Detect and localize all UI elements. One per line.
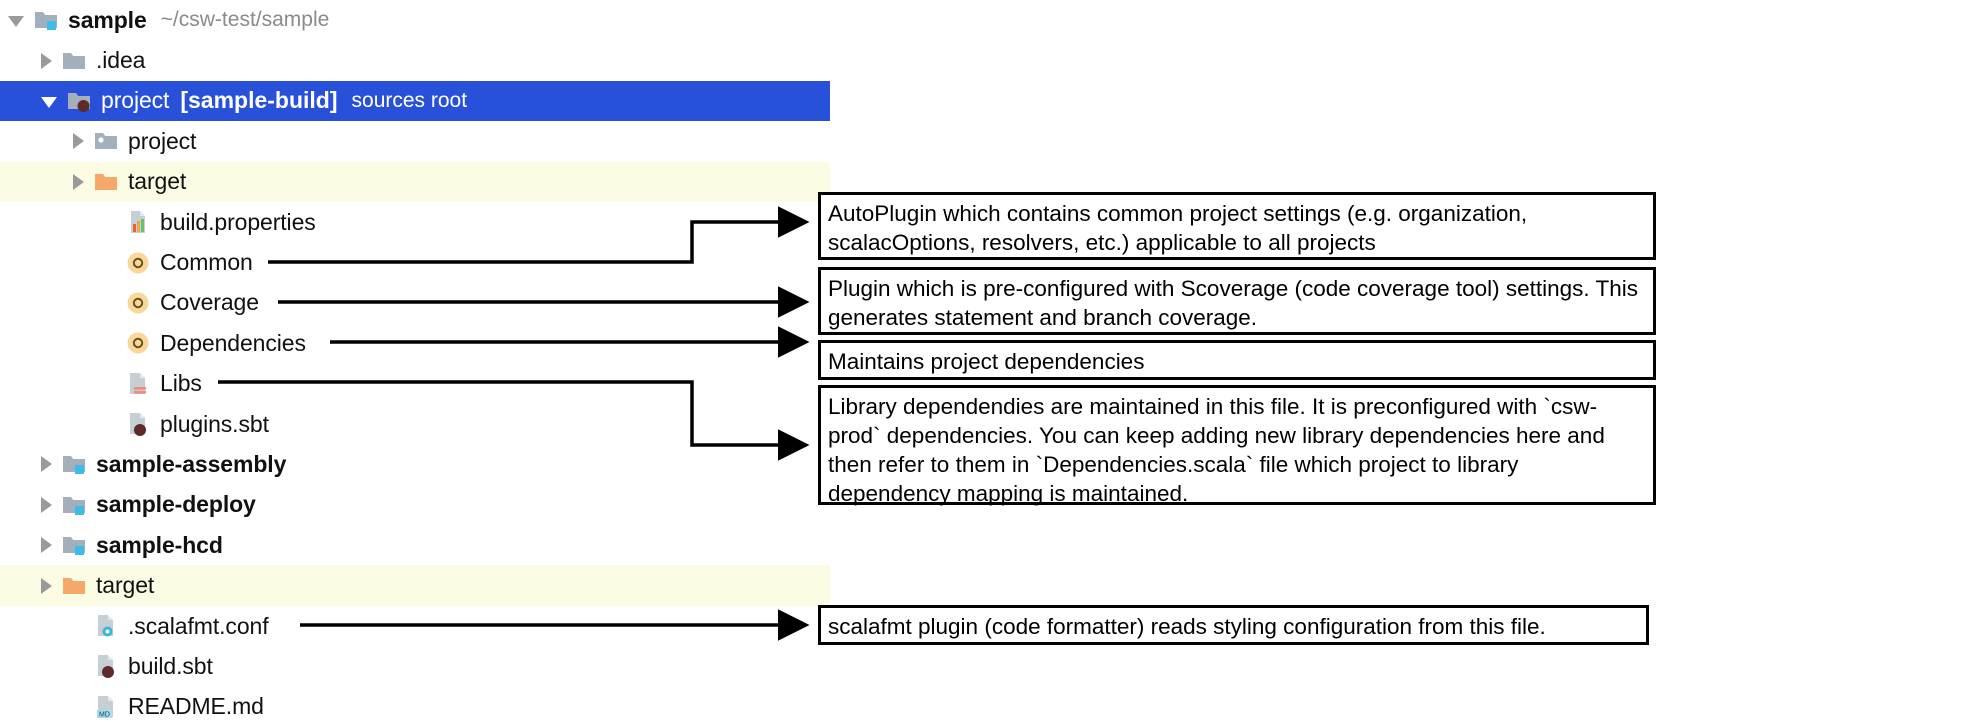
properties-file-icon (125, 209, 151, 235)
tree-row-plugins-sbt[interactable]: plugins.sbt (0, 404, 830, 444)
tree-sources-root-label: sources root (351, 88, 468, 112)
tree-row-readme-md[interactable]: MD README.md (0, 687, 830, 727)
tree-row-common[interactable]: Common (0, 242, 830, 282)
tree-label: Coverage (160, 289, 259, 316)
tree-row-sample-hcd[interactable]: sample-hcd (0, 525, 830, 565)
chevron-right-icon[interactable] (41, 456, 52, 473)
scala-file-icon (125, 371, 151, 397)
chevron-spacer (105, 214, 116, 230)
tree-label: plugins.sbt (160, 410, 269, 437)
tree-label: build.sbt (128, 652, 213, 679)
tree-label: project (101, 87, 170, 114)
tree-row-coverage[interactable]: Coverage (0, 283, 830, 323)
tree-label: .idea (96, 47, 146, 74)
scala-object-icon (125, 330, 151, 356)
chevron-down-icon[interactable] (41, 96, 57, 108)
tree-row-scalafmt-conf[interactable]: .scalafmt.conf (0, 606, 830, 646)
chevron-spacer (73, 699, 84, 715)
tree-label: sample (68, 6, 147, 33)
tree-row-build-sbt[interactable]: build.sbt (0, 646, 830, 686)
tree-label: Common (160, 249, 253, 276)
tree-row-project-inner[interactable]: project (0, 121, 830, 161)
tree-row-libs[interactable]: Libs (0, 364, 830, 404)
tree-label: .scalafmt.conf (128, 612, 269, 639)
chevron-right-icon[interactable] (73, 173, 84, 190)
tree-label: Libs (160, 370, 202, 397)
chevron-spacer (105, 335, 116, 351)
tree-row-project[interactable]: project [sample-build] sources root (0, 80, 830, 122)
callout-scalafmt: scalafmt plugin (code formatter) reads s… (818, 605, 1649, 645)
tree-label: sample-hcd (96, 531, 223, 558)
tree-label: sample-assembly (96, 450, 287, 477)
module-folder-icon (33, 7, 59, 33)
tree-label: target (128, 168, 187, 195)
chevron-spacer (73, 618, 84, 634)
folder-icon (61, 48, 87, 74)
project-file-tree[interactable]: sample ~/csw-test/sample .idea project [sa… (0, 0, 830, 728)
tree-label: project (128, 127, 197, 154)
callout-coverage: Plugin which is pre-configured with Scov… (818, 267, 1656, 335)
scala-object-icon (125, 250, 151, 276)
chevron-down-icon[interactable] (8, 16, 24, 28)
tree-row-sample-assembly[interactable]: sample-assembly (0, 444, 830, 484)
tree-row-target-inner[interactable]: target (0, 161, 830, 202)
tree-path-hint: ~/csw-test/sample (160, 8, 330, 32)
tree-row-build-properties[interactable]: build.properties (0, 202, 830, 242)
tree-module-tag: [sample-build] (180, 87, 338, 114)
tree-row-target-root[interactable]: target (0, 565, 830, 606)
sbt-file-icon (93, 653, 119, 679)
module-folder-icon (61, 492, 87, 518)
chevron-right-icon[interactable] (41, 577, 52, 594)
tree-row-idea[interactable]: .idea (0, 40, 830, 80)
chevron-spacer (105, 416, 116, 432)
module-folder-icon (61, 532, 87, 558)
tree-label: Dependencies (160, 329, 306, 356)
chevron-right-icon[interactable] (73, 133, 84, 150)
chevron-spacer (105, 376, 116, 392)
sbt-folder-icon (66, 88, 92, 114)
module-folder-icon (61, 451, 87, 477)
generated-folder-icon (93, 128, 119, 154)
chevron-right-icon[interactable] (41, 537, 52, 554)
chevron-right-icon[interactable] (41, 52, 52, 69)
tree-label: README.md (128, 693, 264, 720)
svg-text:MD: MD (99, 711, 110, 718)
tree-row-sample-deploy[interactable]: sample-deploy (0, 485, 830, 525)
tree-label: sample-deploy (96, 491, 256, 518)
callout-common: AutoPlugin which contains common project… (818, 192, 1656, 260)
markdown-file-icon: MD (93, 694, 119, 720)
tree-row-sample[interactable]: sample ~/csw-test/sample (0, 0, 830, 40)
chevron-right-icon[interactable] (41, 496, 52, 513)
chevron-spacer (105, 295, 116, 311)
chevron-spacer (73, 658, 84, 674)
sbt-file-icon (125, 411, 151, 437)
callout-dependencies: Maintains project dependencies (818, 340, 1656, 380)
tree-label: build.properties (160, 208, 316, 235)
config-file-icon (93, 613, 119, 639)
scala-object-icon (125, 290, 151, 316)
tree-row-dependencies[interactable]: Dependencies (0, 323, 830, 363)
excluded-folder-icon (61, 573, 87, 599)
callout-libs: Library dependendies are maintained in t… (818, 385, 1656, 506)
tree-label: target (96, 572, 155, 599)
chevron-spacer (105, 255, 116, 271)
excluded-folder-icon (93, 169, 119, 195)
